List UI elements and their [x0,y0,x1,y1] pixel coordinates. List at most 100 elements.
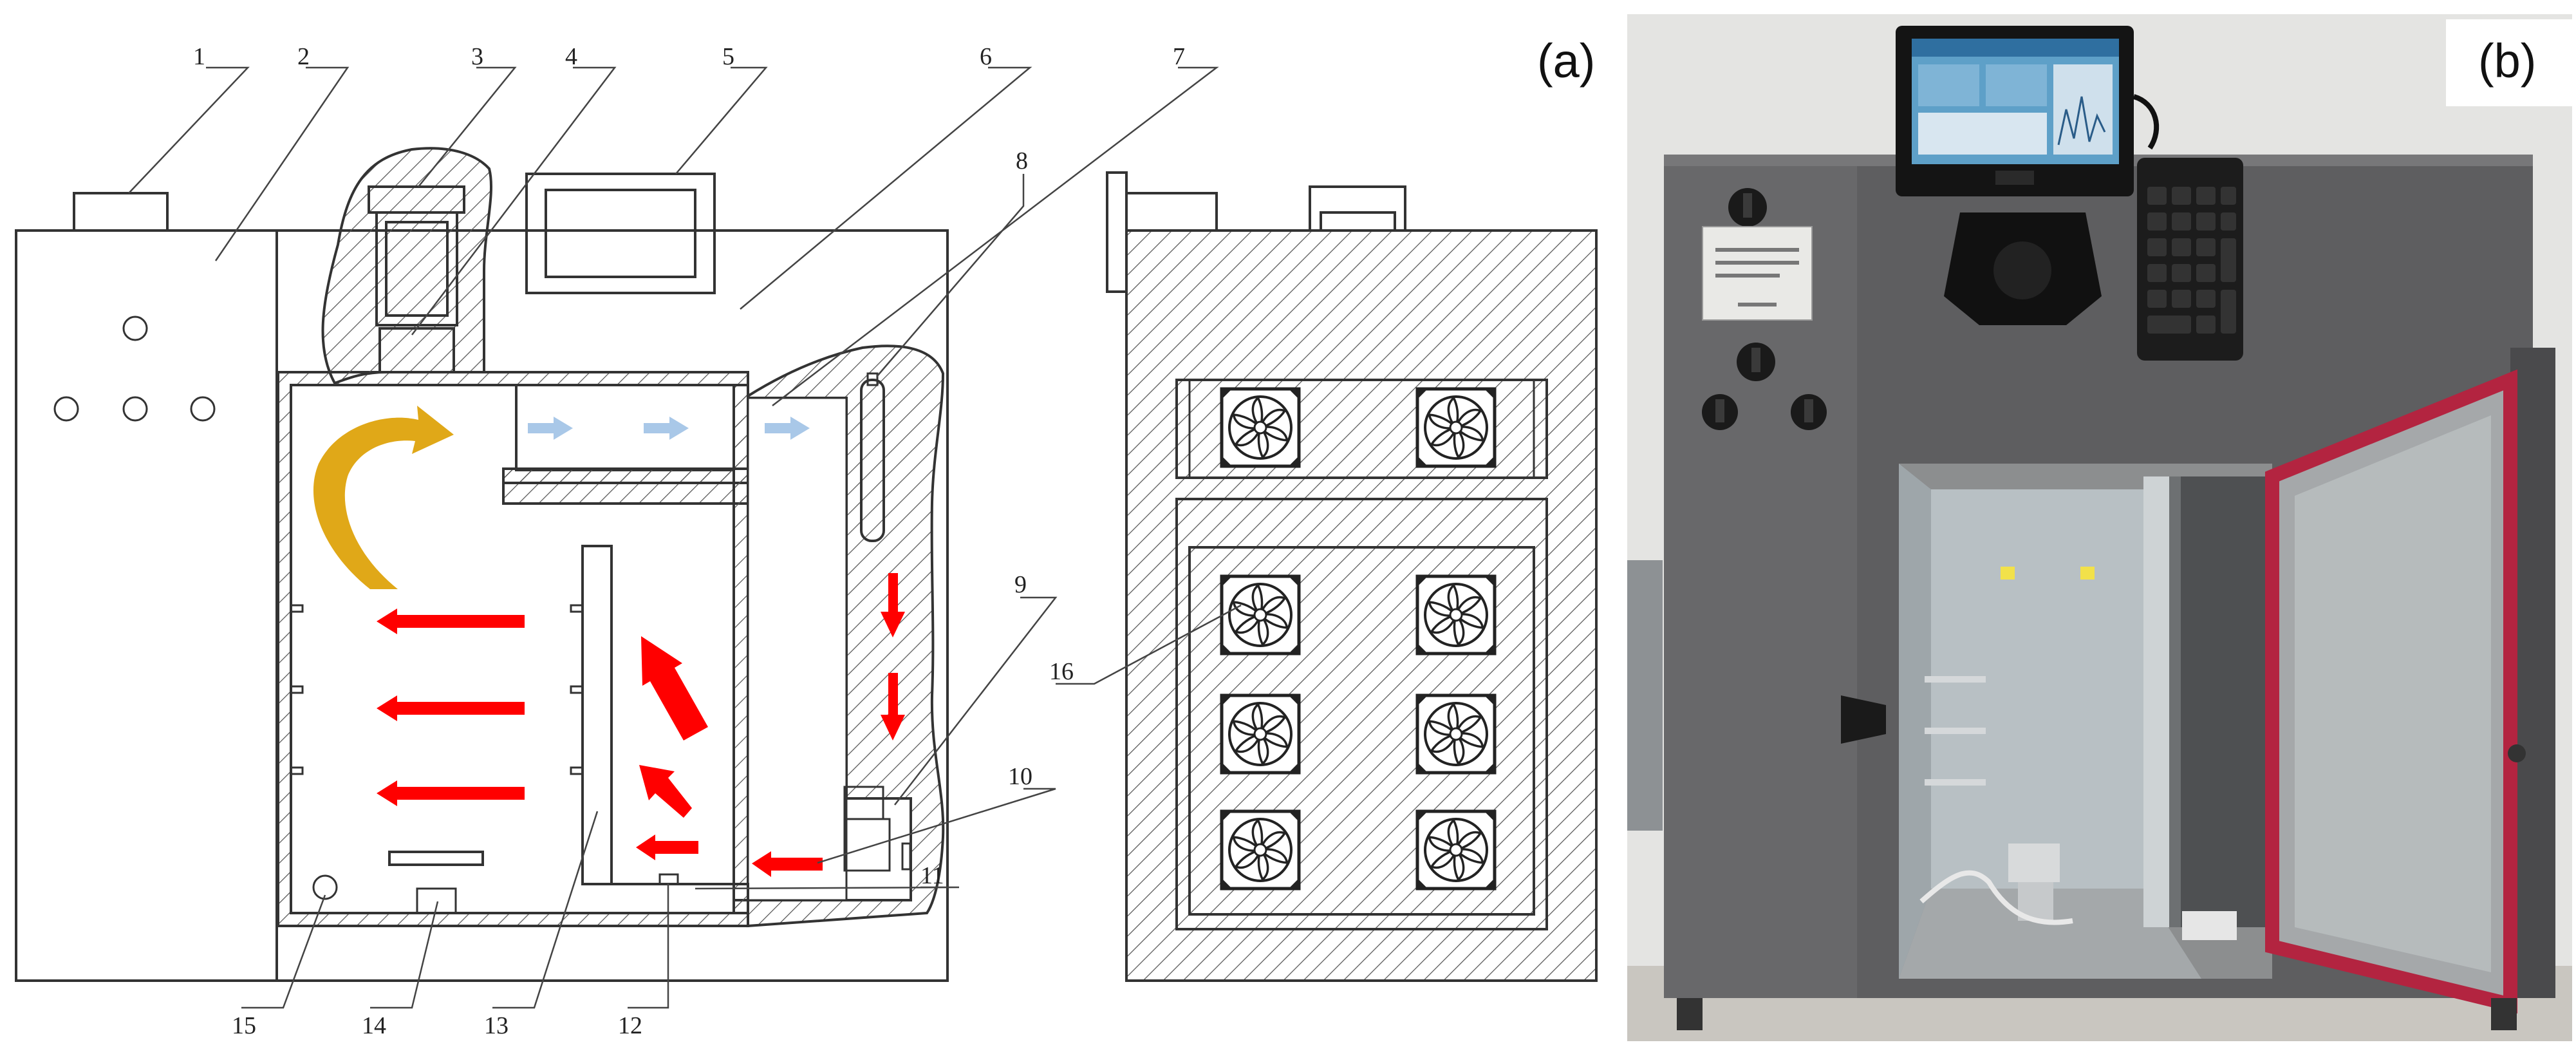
knob-icon[interactable] [1728,188,1767,227]
shelf-bracket [290,604,304,613]
heater-cap [866,372,879,386]
fan-icon [1222,576,1299,654]
arrow-icon [881,673,905,740]
fan-icon [1417,576,1495,654]
callout-number: 11 [920,862,944,889]
arrow-icon [639,765,692,818]
photo-panel: (b) [1627,14,2572,1041]
cabinet-right-side [2510,348,2555,998]
duct-cavity [747,344,945,928]
partition-rail-shadow [2169,476,2181,927]
screen-cable [2133,94,2160,150]
chamber-right-interior [2181,476,2272,927]
arrow-icon [636,834,698,860]
arrow-icon [377,780,525,806]
callout-number: 5 [722,43,734,70]
callout-number: 1 [193,43,205,70]
chamber-left-wall [1899,464,1931,979]
chamber-wall-top-duct-inner [502,467,749,484]
door-glass [2295,415,2491,972]
callout-number: 8 [1016,147,1028,174]
yellow-note [2080,567,2095,580]
callout-numbers: 1 2 3 4 5 6 7 8 9 10 11 12 13 14 15 16 [193,43,1185,1039]
sensor-cavity [321,147,493,385]
control-box [15,229,278,982]
side-section [1106,171,1598,982]
nameplate-text-line [1715,248,1799,252]
nameplate-text-line [1715,274,1780,278]
bottom-channel [611,883,749,900]
fan-panel [1188,546,1535,916]
side-bracket [1106,171,1128,293]
side-connector [1309,185,1406,232]
duct-outlet-block [843,818,891,872]
chamber-right-wall [733,384,749,914]
knob-icon[interactable] [1791,394,1827,430]
heater-element [860,379,885,542]
nameplate-text-line [1738,303,1777,306]
shelf-rail [1925,779,1986,786]
sensor-body [375,211,458,326]
arrow-icon [377,695,525,721]
indicator-light [190,396,216,422]
sample-stand-leg [416,887,457,914]
door-hinge [2508,744,2526,762]
arrow-icon [752,851,823,877]
touchscreen-icon[interactable] [1896,26,2134,196]
chamber-back-wall [1931,489,2143,889]
callout-number: 6 [980,43,992,70]
sensor-core [385,221,449,317]
top-connector [73,192,169,232]
door-latch[interactable] [1841,695,1886,744]
callout-number: 7 [1173,43,1185,70]
callout-number: 12 [618,1012,642,1039]
callout-number: 3 [471,43,483,70]
shelf-rail [1925,676,1986,683]
partition-rail [2143,476,2169,927]
indicator-light [53,396,79,422]
duct-channel [747,397,848,901]
shelf-bracket [290,766,304,775]
side-bracket-top [1125,192,1218,232]
shelf-bracket [570,604,584,613]
callout-number: 16 [1049,658,1074,685]
callout-number: 13 [484,1012,509,1039]
chamber-side [1175,498,1548,930]
arrow-icon [881,573,905,637]
callout-number: 14 [362,1012,386,1039]
indicator-light [122,396,148,422]
screen-mount-hub [1993,241,2051,299]
fan-icon [1417,389,1495,466]
sample-tubing [1919,870,2073,925]
side-connector-inner [1320,211,1396,232]
callout-number: 2 [297,43,310,70]
knob-icon[interactable] [1702,394,1738,430]
callout-number: 10 [1008,763,1032,790]
background-monitor [1627,560,1663,831]
fan-duct-inner [1188,379,1535,479]
panel-b-label: (b) [2478,34,2536,88]
arrow-icon [641,636,708,740]
sample-stand-top [388,851,484,866]
shelf-bracket [290,685,304,694]
schematic-panel: (a) [15,34,1598,1039]
fan-icon [1417,811,1495,889]
drain-port [312,874,338,900]
callout-number: 15 [232,1012,256,1039]
front-section [15,147,949,982]
side-cabinet [1125,229,1598,982]
panel-b-label-bg [2446,19,2572,106]
cabinet-foot [1677,998,1703,1030]
airflow-arrows [313,406,905,877]
knob-icon[interactable] [1737,343,1775,381]
keypad-icon[interactable] [2137,158,2243,361]
shelf-bracket [570,685,584,694]
panel-a-label: (a) [1537,34,1595,88]
shelf-rail [1925,728,1986,734]
callout-number: 9 [1014,571,1027,598]
touchscreen-display [545,189,696,278]
arrow-icon [377,608,525,634]
fan-icon [1222,811,1299,889]
shelf-bracket [570,766,584,775]
